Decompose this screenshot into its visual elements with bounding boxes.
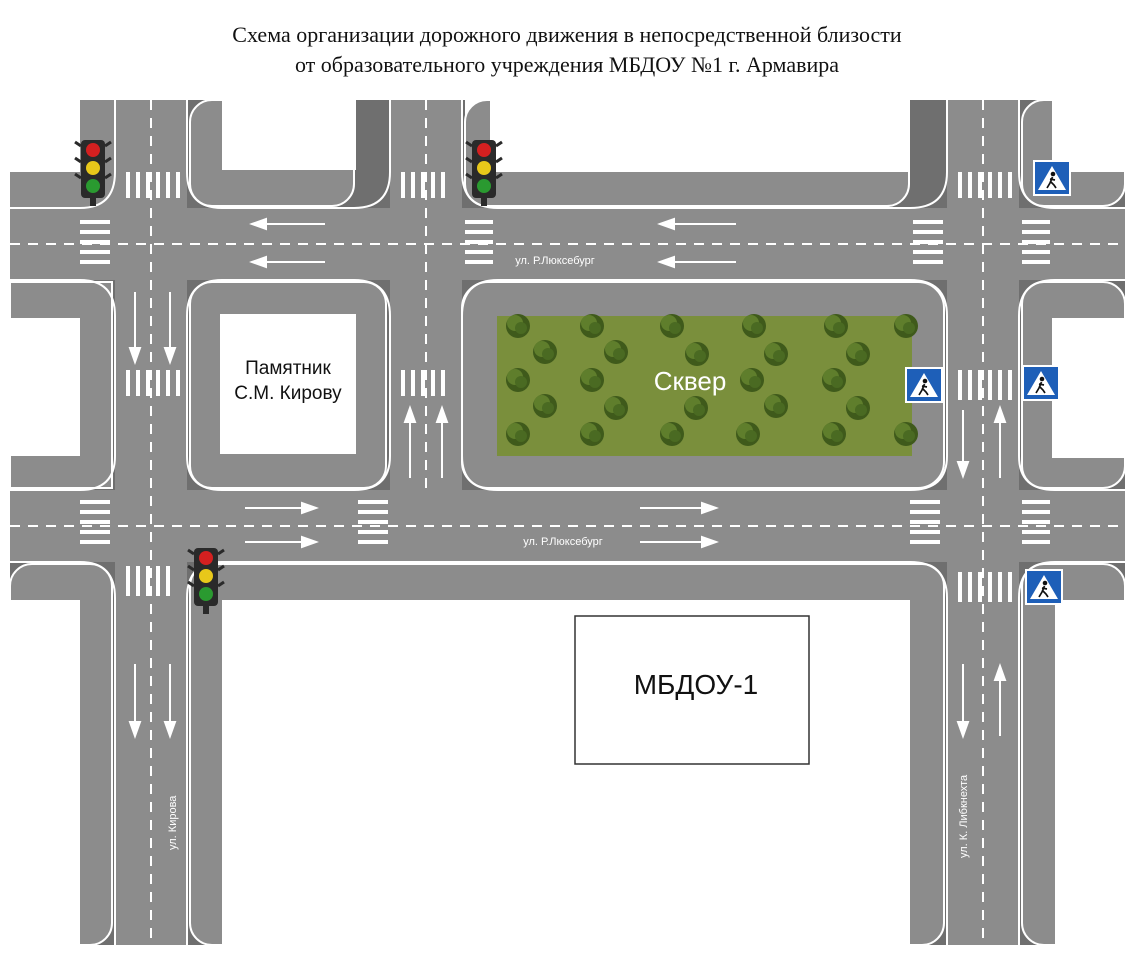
direction-arrows xyxy=(128,217,1007,739)
park-label: Сквер xyxy=(654,366,727,396)
direction-arrow-icon xyxy=(128,664,142,739)
direction-arrow-icon xyxy=(956,410,970,479)
direction-arrow-icon xyxy=(403,405,417,478)
direction-arrow-icon xyxy=(657,217,736,231)
direction-arrow-icon xyxy=(163,664,177,739)
street-names: ул. Р.Люксебург ул. Р.Люксебург ул. Киро… xyxy=(167,255,970,858)
direction-arrow-icon xyxy=(435,405,449,478)
street-label-top: ул. Р.Люксебург xyxy=(515,255,595,267)
title-line-2: от образовательного учреждения МБДОУ №1 … xyxy=(294,52,840,77)
school-label: МБДОУ-1 xyxy=(634,669,759,700)
direction-arrow-icon xyxy=(249,255,325,269)
direction-arrow-icon xyxy=(640,501,719,515)
direction-arrow-icon xyxy=(245,501,319,515)
direction-arrow-icon xyxy=(657,255,736,269)
lane-markings xyxy=(10,100,1125,945)
monument: Памятник С.М. Кирову xyxy=(234,358,342,404)
pedestrian-crossing-sign-icon xyxy=(1025,569,1063,605)
curbs xyxy=(10,100,1125,945)
pedestrian-crossing-sign-icon xyxy=(905,367,943,403)
street-label-bottom: ул. Р.Люксебург xyxy=(523,536,603,548)
direction-arrow-icon xyxy=(640,535,719,549)
street-label-kirova: ул. Кирова xyxy=(167,795,179,850)
map-title: Схема организации дорожного движения в н… xyxy=(0,20,1134,80)
direction-arrow-icon xyxy=(163,292,177,365)
school-building: МБДОУ-1 xyxy=(574,615,810,765)
direction-arrow-icon xyxy=(956,664,970,739)
street-label-liebknecht: ул. К. Либкнехта xyxy=(958,774,970,858)
direction-arrow-icon xyxy=(245,535,319,549)
direction-arrow-icon xyxy=(993,405,1007,478)
pedestrian-crossings xyxy=(80,172,1050,602)
direction-arrow-icon xyxy=(993,663,1007,736)
title-line-1: Схема организации дорожного движения в н… xyxy=(232,22,902,47)
monument-label-line-2: С.М. Кирову xyxy=(234,383,342,404)
pedestrian-crossing-sign-icon xyxy=(1033,160,1071,196)
pedestrian-crossing-sign-icon xyxy=(1022,365,1060,401)
direction-arrow-icon xyxy=(249,217,325,231)
park: Сквер xyxy=(497,314,918,456)
direction-arrow-icon xyxy=(128,292,142,365)
monument-label-line-1: Памятник xyxy=(245,358,331,379)
